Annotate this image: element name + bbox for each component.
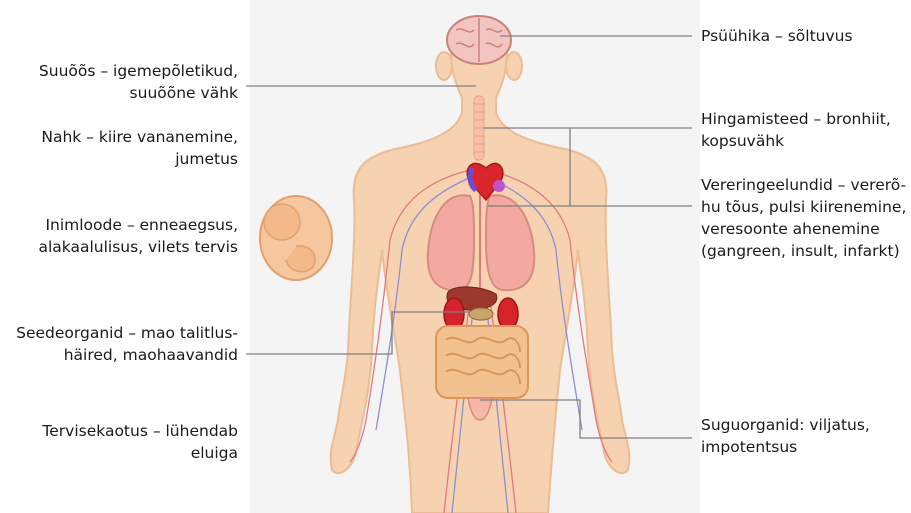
label-vereringe: Vereringeelundid – vererõ- hu tõus, puls…: [701, 174, 906, 262]
brain-icon: [447, 16, 511, 64]
intestines-icon: [436, 326, 528, 398]
label-seedeorganid: Seedeorganid – mao talitlus- häired, mao…: [16, 322, 238, 366]
label-suuoos: Suuõõs – igemepõletikud, suuõõne vähk: [39, 60, 238, 104]
label-hingamisteed: Hingamisteed – bronhiit, kopsuvähk: [701, 108, 891, 152]
label-tervisekaotus: Tervisekaotus – lühendab eluiga: [42, 420, 238, 464]
label-inimloode: Inimloode – enneaegsus, alakaalulisus, v…: [38, 214, 238, 258]
trachea-icon: [474, 96, 484, 160]
label-psuuhika: Psüühika – sõltuvus: [701, 25, 853, 47]
label-nahk: Nahk – kiire vananemine, jumetus: [41, 126, 238, 170]
label-suguorganid: Suguorganid: viljatus, impotentsus: [701, 414, 870, 458]
fetus-icon: [260, 196, 332, 280]
